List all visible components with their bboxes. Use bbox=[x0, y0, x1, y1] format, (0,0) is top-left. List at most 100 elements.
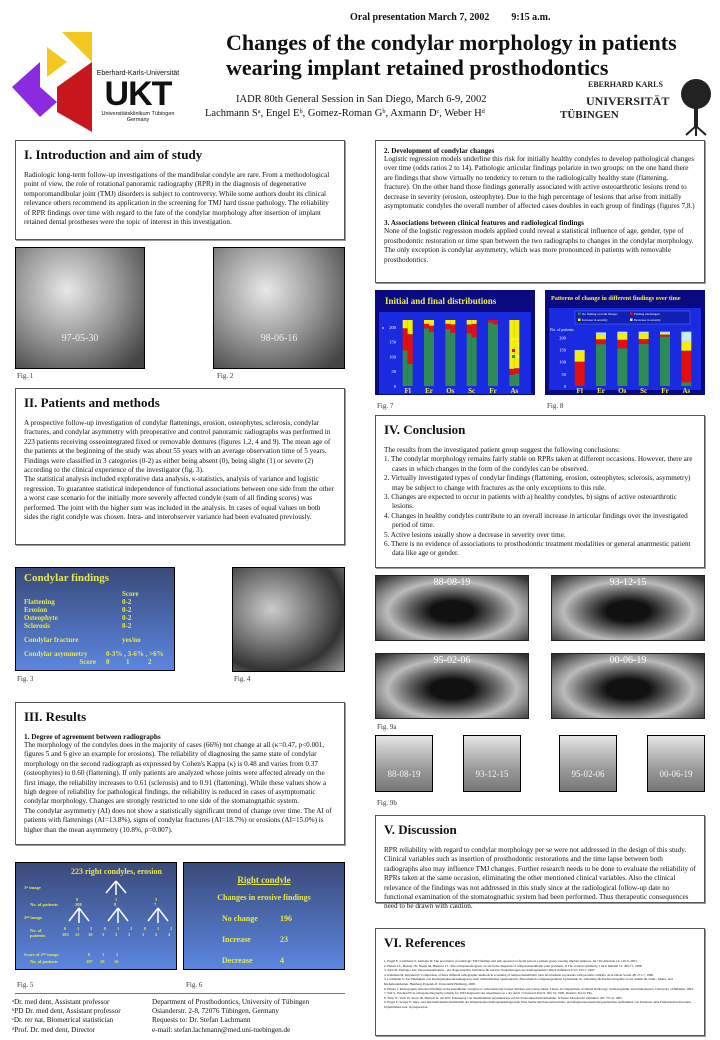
bar-segment bbox=[617, 333, 628, 340]
bar-segment bbox=[488, 320, 493, 323]
condyle-radiograph: 95-02-06 bbox=[559, 735, 617, 792]
divider bbox=[15, 993, 345, 994]
bar-segment bbox=[638, 331, 649, 334]
legend-swatch bbox=[630, 318, 633, 321]
chart-title: Patterns of change in different findings… bbox=[551, 295, 681, 302]
figure-6-right-condyle: Right condyle Changes in erosive finding… bbox=[183, 862, 345, 970]
bar-segment bbox=[445, 320, 451, 324]
reference-item: 3. John M, Pellinger AG: Panoramaaufnahm… bbox=[384, 968, 596, 973]
reference-item: 4. Kinnman M, Kilpinen E: Comparison of … bbox=[384, 972, 654, 977]
panoramic-radiograph: 95-02-06 bbox=[375, 653, 529, 719]
legend-label: 2 bbox=[517, 342, 519, 347]
fig1-label: Fig. 1 bbox=[17, 372, 34, 380]
bar-segment bbox=[681, 350, 692, 383]
first-count: 7 bbox=[154, 902, 157, 907]
bar-segment bbox=[471, 320, 477, 324]
second-count: 3 bbox=[102, 932, 105, 937]
score2-value: 2 bbox=[116, 952, 119, 957]
x-tick-label: Os bbox=[618, 387, 626, 395]
second-score: 1 bbox=[117, 926, 120, 931]
conclusion-item: 3. Changes are expected to occur in pati… bbox=[384, 493, 677, 511]
legend-swatch bbox=[630, 312, 633, 315]
second-score: 1 bbox=[157, 926, 160, 931]
results-section: III. Results 1. Degree of agreement betw… bbox=[15, 702, 345, 845]
y-tick-label: 200 bbox=[559, 335, 567, 340]
bar-segment bbox=[514, 373, 520, 386]
bar-segment bbox=[407, 334, 413, 364]
second-count: 183 bbox=[62, 932, 69, 937]
second-count: 4 bbox=[168, 932, 171, 937]
bar-segment bbox=[681, 382, 692, 386]
y-tick-label: 0 bbox=[564, 384, 567, 389]
bar-segment bbox=[596, 334, 606, 340]
legend-box bbox=[574, 310, 691, 325]
y-tick-label: 200 bbox=[389, 325, 397, 330]
bar-segment bbox=[660, 332, 670, 335]
score2-count: 187 bbox=[86, 959, 93, 964]
bar-segment bbox=[681, 340, 692, 351]
x-tick-label: As bbox=[510, 387, 518, 395]
y-axis-label: n bbox=[382, 325, 384, 330]
x-tick-label: Er bbox=[597, 387, 605, 395]
fig9a-label: Fig. 9a bbox=[377, 723, 397, 731]
reference-item: 1. Engel E, Lachmann S, Axmann D: The pr… bbox=[384, 959, 638, 963]
bar-segment bbox=[493, 320, 498, 325]
y-tick-label: 150 bbox=[389, 340, 397, 345]
bar-segment bbox=[596, 339, 606, 345]
bar-segment bbox=[509, 374, 515, 386]
reference-item: 9. Engel E, Seeger P: Intra- und interin… bbox=[384, 1000, 692, 1009]
panoramic-radiograph: 00-06-19 bbox=[551, 653, 705, 719]
second-score: 2 bbox=[130, 926, 133, 931]
bar-segment bbox=[660, 334, 670, 337]
x-tick-label: Os bbox=[446, 387, 454, 395]
bar-segment bbox=[429, 320, 434, 326]
figure-7-chart: Initial and final distributions050100150… bbox=[375, 290, 535, 395]
y-tick-label: 100 bbox=[559, 360, 567, 365]
email-link[interactable]: e-mail: stefan.lachmann@med.uni-tuebinge… bbox=[152, 1025, 291, 1034]
bar-segment bbox=[471, 323, 477, 338]
condyle-radiograph: 93-12-15 bbox=[463, 735, 521, 792]
conclusion-item: 5. Active lesions usually show a decreas… bbox=[384, 530, 566, 539]
x-tick-label: Fr bbox=[489, 387, 496, 395]
ukt-logo: Eberhard-Karls-Universität UKT Universit… bbox=[96, 70, 180, 123]
first-count: 8 bbox=[114, 902, 117, 907]
bar-segment bbox=[402, 328, 408, 351]
x-tick-label: Fl bbox=[405, 387, 411, 395]
fig8-label: Fig. 8 bbox=[547, 402, 564, 410]
x-tick-label: Fl bbox=[577, 387, 583, 395]
bar-segment bbox=[402, 350, 408, 386]
y-tick-label: 50 bbox=[562, 372, 567, 377]
bar-segment bbox=[617, 339, 628, 349]
discussion-section: V. Discussion RPR reliability with regar… bbox=[375, 815, 705, 910]
bar-segment bbox=[466, 333, 472, 386]
bar-segment bbox=[402, 320, 408, 329]
legend-label: Decrease in severity bbox=[634, 318, 661, 322]
second-count: 2 bbox=[128, 932, 131, 937]
bar-segment bbox=[466, 324, 472, 334]
fig2-label: Fig. 2 bbox=[217, 372, 234, 380]
second-score: 0 bbox=[64, 926, 67, 931]
y-tick-label: 50 bbox=[392, 369, 397, 374]
bar-segment bbox=[617, 348, 628, 386]
second-score: 0 bbox=[144, 926, 147, 931]
legend-swatch bbox=[512, 343, 515, 346]
bar-segment bbox=[574, 349, 585, 351]
fig6-label: Fig. 6 bbox=[186, 981, 203, 989]
tree-arrows-icon bbox=[68, 880, 169, 923]
bar-segment bbox=[424, 328, 429, 386]
x-tick-label: As bbox=[682, 387, 690, 395]
x-tick-label: Sc bbox=[468, 387, 475, 395]
university-logo: EBERHARD KARLS UNIVERSITÄT TÜBINGEN bbox=[560, 80, 670, 121]
bar-segment bbox=[596, 332, 606, 335]
bar-segment bbox=[574, 361, 585, 386]
figure-4-radiograph bbox=[232, 567, 345, 672]
conclusion-item: 4. Changes in healthy condyles contribut… bbox=[384, 511, 688, 530]
y-axis-label: No. of patients bbox=[550, 327, 574, 332]
legend-label: Finding unchanged bbox=[634, 312, 660, 316]
